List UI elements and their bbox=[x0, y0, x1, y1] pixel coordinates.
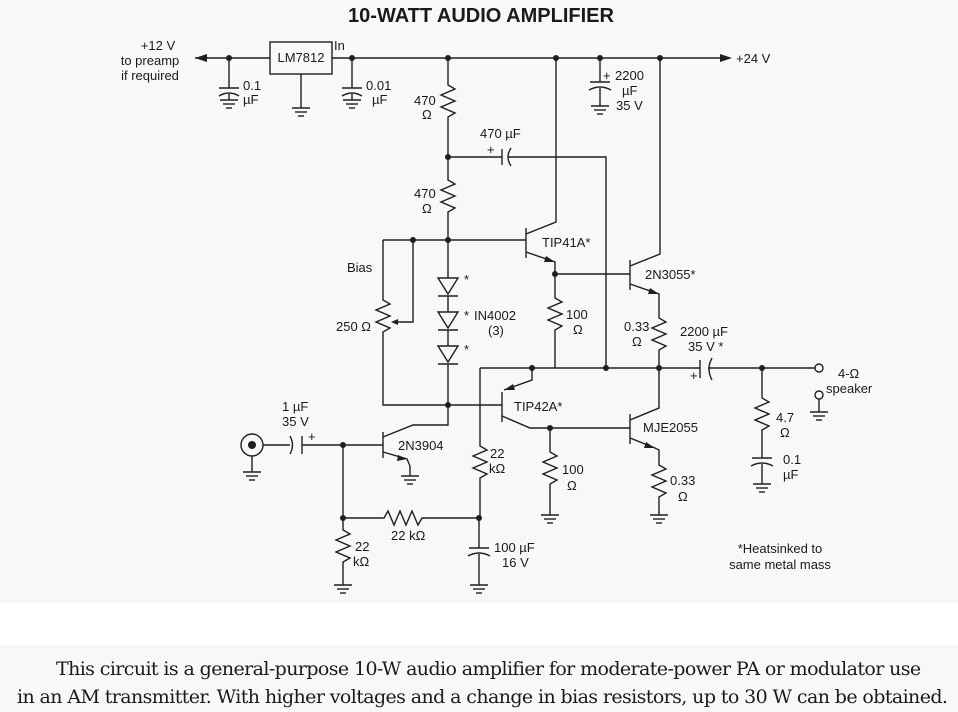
speaker-ground-terminal-icon bbox=[814, 390, 824, 400]
transistor-tip42a bbox=[501, 368, 630, 431]
c5-voltage: 35 V * bbox=[688, 339, 723, 354]
r6-value: 100 bbox=[562, 462, 584, 477]
diode-star-1: * bbox=[464, 272, 469, 287]
ground-icon bbox=[809, 411, 829, 421]
r4-value: 0.33 bbox=[624, 319, 649, 334]
c7-voltage: 35 V bbox=[282, 414, 309, 429]
q2-label: 2N3055* bbox=[645, 267, 696, 282]
c2-value: 0.01 bbox=[366, 78, 391, 93]
rail-12v-label-3: if required bbox=[121, 68, 179, 83]
schematic: 10-WATT AUDIO AMPLIFIER +24 V +12 V to p… bbox=[121, 5, 873, 594]
q3-label: TIP42A* bbox=[514, 399, 562, 414]
c3-unit: µF bbox=[622, 83, 637, 98]
transistor-mje2055 bbox=[629, 368, 660, 460]
speaker-terminal-icon bbox=[814, 363, 824, 373]
caption-line-2: in an AM transmitter. With higher voltag… bbox=[17, 686, 948, 708]
q5-label: 2N3904 bbox=[398, 438, 444, 453]
r7-unit: Ω bbox=[678, 489, 688, 504]
feedback-network bbox=[333, 440, 491, 594]
diode-star-3: * bbox=[464, 342, 469, 357]
rail-12v-label: +12 V bbox=[141, 38, 176, 53]
resistor-470-mid bbox=[439, 157, 457, 240]
r1-unit: Ω bbox=[422, 107, 432, 122]
regulator-label: LM7812 bbox=[278, 50, 325, 65]
r9-value: 22 kΩ bbox=[391, 528, 426, 543]
c6-unit: µF bbox=[783, 467, 798, 482]
speaker-label-2: speaker bbox=[826, 381, 873, 396]
transistor-2n3904 bbox=[382, 405, 449, 485]
caption-line-1: This circuit is a general-purpose 10-W a… bbox=[56, 658, 921, 680]
capacitor-0.01uF bbox=[341, 58, 363, 109]
arrow-24v-icon bbox=[720, 54, 732, 62]
c7-plus: + bbox=[308, 429, 316, 444]
schematic-title: 10-WATT AUDIO AMPLIFIER bbox=[348, 5, 614, 27]
diode-part: IN4002 bbox=[474, 308, 516, 323]
r10-unit: kΩ bbox=[353, 554, 370, 569]
r1-value: 470 bbox=[414, 93, 436, 108]
c7-value: 1 µF bbox=[282, 399, 308, 414]
r7-value: 0.33 bbox=[670, 473, 695, 488]
caption-block: This circuit is a general-purpose 10-W a… bbox=[0, 645, 958, 712]
r8-unit: kΩ bbox=[489, 461, 506, 476]
bias-label: Bias bbox=[347, 260, 373, 275]
ground-icon bbox=[291, 107, 311, 117]
wiper-arrow-icon bbox=[391, 319, 398, 325]
r3-value: 100 bbox=[566, 307, 588, 322]
rail-24v-label: +24 V bbox=[736, 51, 771, 66]
resistor-470-top bbox=[439, 58, 457, 160]
resistor-0.33-b bbox=[649, 460, 669, 524]
r2-unit: Ω bbox=[422, 201, 432, 216]
c1-value: 0.1 bbox=[243, 78, 261, 93]
heatsink-note-1: *Heatsinked to bbox=[738, 541, 823, 556]
r8-value: 22 bbox=[490, 446, 504, 461]
r4-unit: Ω bbox=[632, 334, 642, 349]
schematic-sheet bbox=[0, 0, 958, 603]
regulator-in-label: In bbox=[334, 38, 345, 53]
rail-12v-label-2: to preamp bbox=[121, 53, 180, 68]
c3-voltage: 35 V bbox=[616, 98, 643, 113]
capacitor-470uF bbox=[448, 147, 607, 368]
r5-unit: Ω bbox=[780, 425, 790, 440]
r6-unit: Ω bbox=[567, 478, 577, 493]
r3-unit: Ω bbox=[573, 322, 583, 337]
input-jack[interactable] bbox=[240, 433, 264, 481]
r10-value: 22 bbox=[355, 539, 369, 554]
supply-rail bbox=[195, 54, 732, 62]
c4-plus: + bbox=[487, 142, 495, 157]
c3-plus: + bbox=[603, 68, 611, 83]
c1-unit: µF bbox=[243, 92, 258, 107]
transistor-tip41a bbox=[525, 58, 558, 277]
r5-value: 4.7 bbox=[776, 410, 794, 425]
c5-value: 2200 µF bbox=[680, 324, 728, 339]
resistor-100-a bbox=[546, 274, 564, 368]
c5-plus: + bbox=[690, 368, 698, 383]
c3-value: 2200 bbox=[615, 68, 644, 83]
diode-star-2: * bbox=[464, 308, 469, 323]
q1-label: TIP41A* bbox=[542, 235, 590, 250]
capacitor-1uF bbox=[263, 435, 383, 455]
c4-value: 470 µF bbox=[480, 126, 521, 141]
capacitor-2200uF-supply bbox=[588, 58, 612, 115]
bias-network bbox=[374, 237, 526, 406]
diodes-in4002 bbox=[436, 240, 460, 408]
c6-value: 0.1 bbox=[783, 452, 801, 467]
speaker-label-1: 4-Ω bbox=[838, 366, 860, 381]
c8-voltage: 16 V bbox=[502, 555, 529, 570]
transistor-2n3055 bbox=[629, 58, 661, 298]
resistor-100-b bbox=[540, 428, 560, 524]
q4-label: MJE2055 bbox=[643, 420, 698, 435]
zobel-network bbox=[750, 368, 774, 493]
r2-value: 470 bbox=[414, 186, 436, 201]
heatsink-note-2: same metal mass bbox=[729, 557, 831, 572]
capacitor-0.1uF bbox=[218, 58, 240, 109]
c8-value: 100 µF bbox=[494, 540, 535, 555]
pot-value: 250 Ω bbox=[336, 319, 371, 334]
resistor-0.33-a bbox=[650, 298, 668, 368]
diode-count: (3) bbox=[488, 323, 504, 338]
c2-unit: µF bbox=[372, 92, 387, 107]
arrow-12v-icon bbox=[195, 54, 207, 62]
